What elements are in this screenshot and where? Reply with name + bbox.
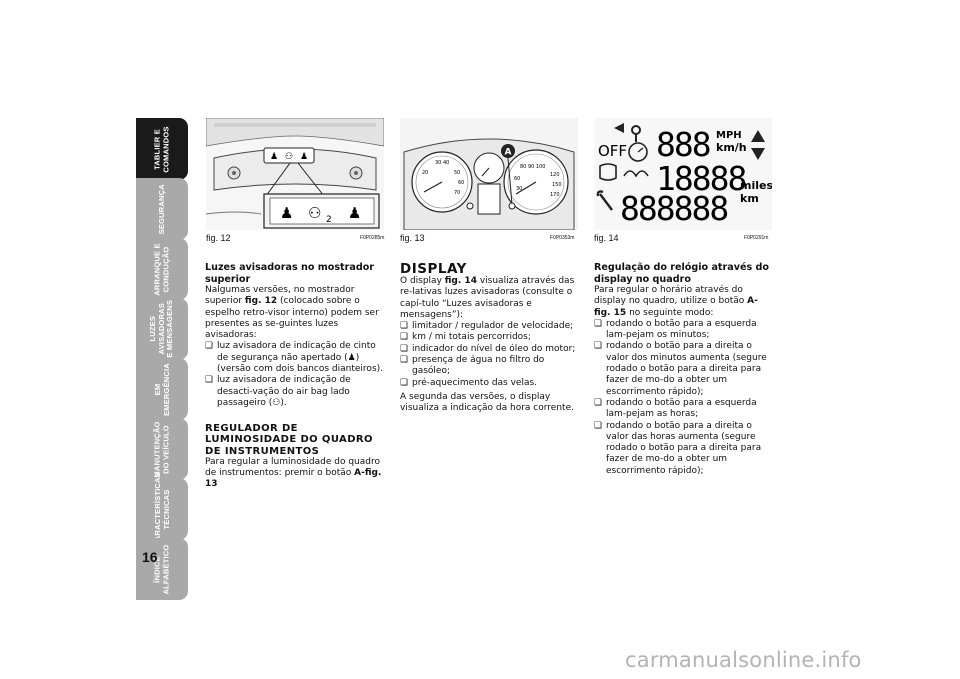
paragraph: Para regular a luminosidade do quadro de… bbox=[205, 456, 382, 490]
svg-text:30: 30 bbox=[516, 186, 522, 192]
tab-label: EM EMERGÊNCIA bbox=[152, 362, 171, 416]
tab-tablier-comandos[interactable]: TABLIER E COMANDOS bbox=[136, 118, 188, 180]
lcd-trip: 888888 bbox=[620, 189, 727, 228]
heading-regulador: REGULADOR DE LUMINOSIDADE DO QUADRO DE I… bbox=[205, 423, 373, 457]
heading-display: DISPLAY bbox=[400, 261, 467, 277]
lcd-off-label: OFF bbox=[598, 142, 627, 160]
paragraph: O display fig. 14 visualiza através das … bbox=[400, 276, 575, 320]
svg-text:⚇: ⚇ bbox=[285, 152, 293, 162]
svg-text:50: 50 bbox=[454, 170, 460, 176]
fig14-caption: fig. 14 bbox=[594, 233, 619, 243]
list-item: rodando o botão para a direita o valor d… bbox=[594, 421, 774, 477]
svg-text:60: 60 bbox=[458, 180, 464, 186]
tab-seguranca[interactable]: SEGURANÇA bbox=[136, 178, 188, 240]
fig13-callout-a: A bbox=[505, 148, 512, 158]
tab-label: CARACTERÍSTICAS TÉCNICAS bbox=[152, 471, 171, 547]
tab-label: MANUTENÇÃO DO VEÍCULO bbox=[152, 420, 171, 478]
list-item: rodando o botão para a esquerda lam-peja… bbox=[594, 398, 774, 421]
svg-text:♟: ♟ bbox=[280, 204, 293, 222]
tab-label: LUZES AVISADORAS E MENSAGENS bbox=[148, 300, 175, 358]
tab-indice[interactable]: ÍNDICE ALFABÉTICO bbox=[136, 538, 188, 600]
fig-ref[interactable]: fig. 12 bbox=[244, 296, 278, 307]
fig14-illustration: OFF 888 MPH km/h 18888 miles km 888888 bbox=[594, 118, 772, 230]
lcd-unit-kmh: km/h bbox=[716, 141, 747, 154]
fig12-code: F0P0285m bbox=[360, 235, 385, 241]
svg-text:150: 150 bbox=[552, 182, 562, 188]
svg-text:120: 120 bbox=[550, 172, 560, 178]
svg-text:♟: ♟ bbox=[300, 152, 308, 162]
fig-ref[interactable]: A-fig. 13 bbox=[205, 468, 382, 490]
svg-text:20: 20 bbox=[422, 170, 428, 176]
svg-text:30 40: 30 40 bbox=[435, 160, 449, 166]
tab-emergencia[interactable]: EM EMERGÊNCIA bbox=[136, 358, 188, 420]
tab-arranque-conducao[interactable]: ARRANQUE E CONDUÇÃO bbox=[136, 238, 188, 300]
tab-luzes-avisadoras[interactable]: LUZES AVISADORAS E MENSAGENS bbox=[136, 298, 188, 360]
svg-text:2: 2 bbox=[326, 215, 332, 225]
heading-regulacao-relogio: Regulação do relógio através do display … bbox=[594, 262, 769, 285]
list-item: presença de água no filtro do gasóleo; bbox=[400, 355, 580, 378]
tab-caracteristicas[interactable]: CARACTERÍSTICAS TÉCNICAS bbox=[136, 472, 188, 546]
tab-manutencao[interactable]: MANUTENÇÃO DO VEÍCULO bbox=[136, 418, 188, 480]
tab-label: ARRANQUE E CONDUÇÃO bbox=[152, 242, 171, 296]
list-item: pré-aquecimento das velas. bbox=[400, 378, 580, 390]
list-item: rodando o botão para a esquerda lam-peja… bbox=[594, 319, 774, 342]
fig12-illustration: ♟ ⚇ ♟ ♟ ⚇ 2 ♟ bbox=[206, 118, 384, 230]
svg-text:♟: ♟ bbox=[270, 152, 278, 162]
fig-ref[interactable]: A-fig. 15 bbox=[594, 296, 758, 318]
svg-text:70: 70 bbox=[454, 190, 460, 196]
list-item: indicador do nível de óleo do motor; bbox=[400, 344, 580, 356]
column-left: Luzes avisadoras no mostrador superior N… bbox=[205, 262, 385, 491]
list-item: luz avisadora de indicação de cinto de s… bbox=[205, 341, 385, 375]
paragraph: A segunda das versões, o display visuali… bbox=[400, 391, 574, 414]
heading-luzes-avisadoras: Luzes avisadoras no mostrador superior bbox=[205, 262, 375, 285]
column-middle: DISPLAY O display fig. 14 visualiza atra… bbox=[400, 262, 580, 415]
list-item: rodando o botão para a direita o valor d… bbox=[594, 341, 774, 397]
svg-text:60: 60 bbox=[514, 176, 520, 182]
svg-text:♟: ♟ bbox=[348, 204, 361, 222]
page-number: 16 bbox=[142, 549, 158, 565]
fig13-illustration: 20 30 40 50 60 70 80 90 100 120 150 170 … bbox=[400, 118, 578, 230]
paragraph: Para regular o horário através do displa… bbox=[594, 285, 758, 318]
tab-label: SEGURANÇA bbox=[156, 183, 166, 235]
lcd-unit-miles: miles bbox=[740, 179, 772, 192]
svg-text:170: 170 bbox=[550, 192, 560, 198]
svg-text:⚇: ⚇ bbox=[308, 204, 321, 222]
lcd-unit-mph: MPH bbox=[716, 130, 742, 141]
paragraph: Nalgumas versões, no mostrador superior … bbox=[205, 285, 379, 341]
list-item: luz avisadora de indicação de desacti-va… bbox=[205, 375, 385, 409]
fig13-code: F0P0353m bbox=[550, 235, 575, 241]
column-right: Regulação do relógio através do display … bbox=[594, 262, 774, 477]
lcd-odometer: 18888 bbox=[656, 159, 745, 198]
tab-label: TABLIER E COMANDOS bbox=[152, 125, 171, 173]
watermark: carmanualsonline.info bbox=[625, 648, 862, 672]
fig14-code: F0P0291m bbox=[744, 235, 769, 241]
list-item: km / mi totais percorridos; bbox=[400, 332, 580, 344]
fig13-caption: fig. 13 bbox=[400, 233, 425, 243]
lcd-unit-km: km bbox=[740, 192, 759, 205]
fig12-caption: fig. 12 bbox=[206, 233, 231, 243]
svg-text:80 90 100: 80 90 100 bbox=[520, 164, 545, 170]
list-item: limitador / regulador de velocidade; bbox=[400, 321, 580, 333]
fig-ref[interactable]: fig. 14 bbox=[444, 276, 477, 286]
lcd-speed: 888 bbox=[656, 125, 710, 164]
